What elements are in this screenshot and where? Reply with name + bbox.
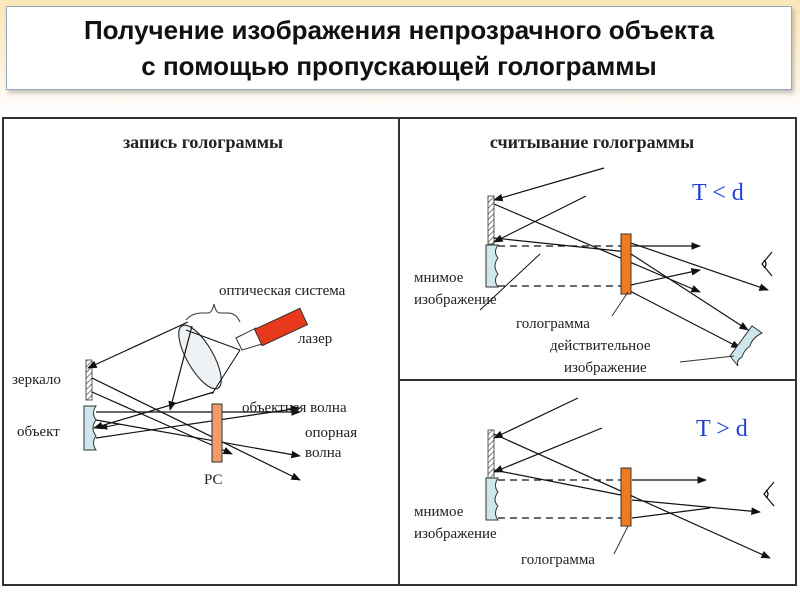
title-line-1: Получение изображения непрозрачного объе… [83,15,715,45]
eye-icon-bottom [763,481,775,507]
recording-plate [211,403,223,463]
laser [253,307,309,347]
condition-bottom: T > d [696,416,748,442]
reference-wave-label-1: опорная [305,425,357,441]
object-wave-label: объектная волна [242,400,347,416]
optical-system-brace [185,303,241,323]
lens [178,324,222,390]
mirror [85,359,93,401]
virtual-image-bottom-label-2: изображение [414,526,497,542]
reference-wave-label-2: волна [305,445,342,461]
title-line-2: с помощью пропускающей голограммы [141,51,657,81]
virtual-image-top-label-2: изображение [414,292,497,308]
title-box: Получение изображения непрозрачного объе… [6,6,792,90]
hologram-top-label: голограмма [516,316,590,332]
virtual-image-bottom-label-1: мнимое [414,504,464,520]
plate-label: РС [204,472,223,488]
reading-bottom-screen [487,429,495,479]
hologram-top [620,233,632,295]
recording-heading: запись голограммы [123,132,283,152]
real-image-label-1: действительное [550,338,651,354]
reading-heading: считывание голограммы [490,132,694,152]
object-label: объект [17,424,60,440]
virtual-image-bottom [485,477,499,521]
optical-system-label: оптическая система [219,283,346,299]
laser-label: лазер [298,331,332,347]
hologram-bottom-label: голограмма [521,552,595,568]
mirror-label: зеркало [12,372,61,388]
reading-top-screen [487,195,495,245]
real-image-top [729,325,763,367]
virtual-image-top [485,244,499,288]
real-image-label-2: изображение [564,360,647,376]
virtual-image-top-label-1: мнимое [414,270,464,286]
condition-top: T < d [692,180,744,206]
eye-icon-top [761,251,773,277]
hologram-bottom [620,467,632,527]
